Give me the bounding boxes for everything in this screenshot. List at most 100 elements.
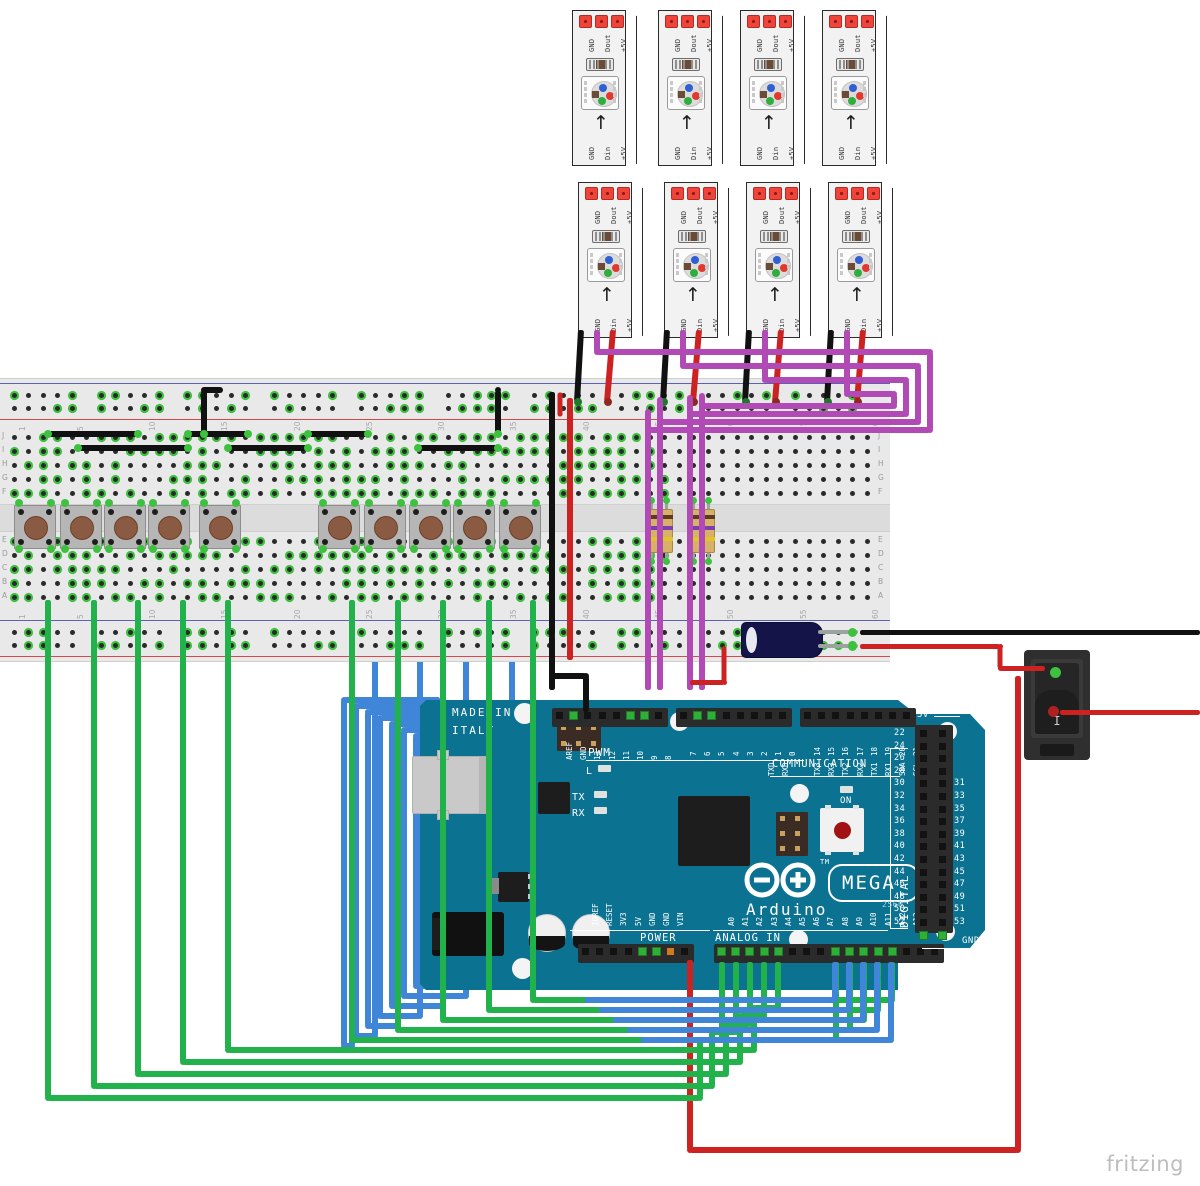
- button-green-wire-6-bend: [349, 1037, 355, 1043]
- data-wire-3-bend: [762, 377, 768, 383]
- switch-power-wire-bend: [998, 644, 1003, 649]
- data-wire-2-bend: [915, 419, 921, 425]
- data-wire-1-bend: [645, 409, 651, 415]
- ground-trunk: [549, 636, 555, 690]
- cap-neg-wire-bend: [722, 680, 727, 685]
- data-wire-4: [699, 396, 705, 690]
- analog-high-wire-4: [874, 962, 880, 1030]
- ground-to-arduino-bend: [583, 673, 589, 679]
- button-green-wire-4: [180, 600, 186, 1062]
- data-wire-3-bend: [903, 377, 909, 383]
- data-wire-3-bend: [903, 411, 909, 417]
- fritzing-watermark: fritzing: [1106, 1152, 1184, 1176]
- vin-power-wire: [687, 960, 693, 1150]
- analog-high-wire-5-bend: [888, 1037, 894, 1043]
- button-green-wire-10-bend: [530, 997, 536, 1003]
- strip-gnd-wire-2: [660, 330, 670, 402]
- button-green-wire-2-bend: [709, 1083, 715, 1089]
- data-wire-3: [903, 380, 909, 414]
- data-wire-4-bend: [844, 391, 850, 397]
- data-wire-4-bend: [891, 391, 897, 397]
- strip-gnd-wire-1: [574, 330, 584, 402]
- button-green-wire-3-bend: [723, 1071, 729, 1077]
- button-green-wire-5-bend: [751, 1047, 757, 1053]
- rail-jumper-red: [558, 392, 563, 416]
- switch-power-wire: [860, 644, 1000, 649]
- button-green-wire-7: [395, 600, 401, 1030]
- switch-out-wire: [1060, 710, 1200, 715]
- analog-high-wire-2: [846, 962, 852, 1010]
- analog-high-wire-3-bend: [860, 1017, 866, 1023]
- data-wire-1: [645, 412, 651, 690]
- button-green-wire-1: [45, 600, 51, 1098]
- analog-high-wire-5: [641, 1037, 891, 1043]
- data-wire-3: [765, 377, 906, 383]
- data-wire-1-bend: [927, 427, 933, 433]
- switch-power-wire-bend: [998, 666, 1003, 671]
- button-green-wire-3-bend: [135, 1071, 141, 1077]
- data-wire-1: [927, 352, 933, 430]
- button-green-wire-3: [135, 600, 141, 1074]
- ground-to-arduino: [552, 673, 586, 679]
- data-wire-2: [915, 366, 921, 422]
- data-wire-3-bend: [687, 411, 693, 417]
- analog-high-wire-3: [613, 1017, 863, 1023]
- data-wire-2: [680, 330, 686, 366]
- data-wire-4: [847, 391, 894, 397]
- analog-high-wire-5: [888, 962, 894, 1040]
- strip-power-wire-1: [604, 330, 616, 402]
- ground-trunk-bend: [549, 633, 555, 639]
- data-wire-1-bend: [594, 349, 600, 355]
- analog-high-wire-1-bend: [832, 997, 838, 1003]
- data-wire-4-bend: [699, 403, 705, 409]
- button-green-wire-8-bend: [440, 1017, 446, 1023]
- button-green-wire-4: [183, 1059, 740, 1065]
- ground-to-arduino: [583, 676, 589, 712]
- button-green-wire-3: [138, 1071, 726, 1077]
- cap-neg-wire: [690, 680, 724, 685]
- button-green-wire-10: [530, 600, 536, 1000]
- analog-high-wire-3: [860, 962, 866, 1020]
- data-wire-3: [690, 411, 906, 417]
- analog-high-wire-2: [599, 1007, 849, 1013]
- vin-power-wire-bend: [687, 1147, 693, 1153]
- data-wire-3: [687, 398, 693, 690]
- data-wire-1-bend: [645, 427, 651, 433]
- analog-high-wire-1: [832, 962, 838, 1000]
- power-trunk-bend: [567, 645, 573, 651]
- button-green-wire-1: [48, 1095, 700, 1101]
- wire-end: [604, 398, 612, 406]
- data-wire-2-bend: [657, 397, 663, 403]
- data-wire-2-bend: [915, 363, 921, 369]
- vin-power-wire: [1015, 676, 1021, 1150]
- button-green-wire-1-bend: [697, 1095, 703, 1101]
- data-wire-2-bend: [657, 419, 663, 425]
- button-green-wire-9: [486, 600, 492, 1010]
- analog-high-wire-2-bend: [846, 1007, 852, 1013]
- button-green-wire-5: [228, 1047, 754, 1053]
- button-green-wire-4-bend: [180, 1059, 186, 1065]
- data-wire-3-bend: [687, 395, 693, 401]
- button-green-wire-5-bend: [225, 1047, 231, 1053]
- cap-neg-wire: [722, 646, 727, 682]
- data-wire-4: [844, 330, 850, 394]
- data-wire-2: [683, 363, 918, 369]
- button-green-wire-1-bend: [45, 1095, 51, 1101]
- button-green-wire-8: [440, 600, 446, 1020]
- switch-power-wire: [1000, 666, 1045, 671]
- data-wire-4-bend: [891, 403, 897, 409]
- analog-high-wire-1: [585, 997, 835, 1003]
- button-green-wire-2: [91, 600, 97, 1086]
- data-wire-3: [762, 330, 768, 380]
- analog-high-wire-4-bend: [874, 1027, 880, 1033]
- switch-gnd-wire: [860, 630, 1200, 635]
- power-trunk: [567, 398, 573, 648]
- data-wire-2: [657, 400, 663, 690]
- button-green-wire-7-bend: [395, 1027, 401, 1033]
- button-green-wire-5: [225, 600, 231, 1050]
- data-wire-4-bend: [699, 393, 705, 399]
- vin-power-wire-bend: [1015, 1147, 1021, 1153]
- button-green-wire-4-bend: [737, 1059, 743, 1065]
